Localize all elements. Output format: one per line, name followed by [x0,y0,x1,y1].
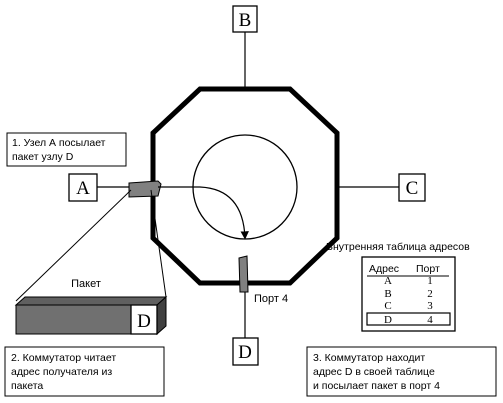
packet-dest-label: D [137,311,151,332]
table-row-2-port: 2 [427,288,433,300]
step3-line1: 3. Коммутатор находит [313,352,425,364]
port-4 [238,255,249,293]
port-4-label: Порт 4 [254,293,288,305]
table-row-1-port: 1 [427,275,433,287]
funnel-line-right [150,189,167,298]
node-c-box [398,173,426,202]
node-d-label: D [238,342,252,363]
step1-box [6,132,127,167]
funnel-line-left [15,189,132,302]
step2-line3: пакета [11,380,43,392]
table-title: Внутренняя таблица адресов [326,241,470,253]
step2-box [4,346,165,397]
packet-label: Пакет [71,278,101,290]
table-row-4-port: 4 [427,314,433,326]
internal-route-arrow [158,186,249,240]
switch-octagon [150,86,340,286]
node-d-box [232,337,259,366]
node-b-label: B [239,10,252,31]
step2-line1: 2. Коммутатор читает [11,352,116,364]
table-frame [361,256,456,332]
table-row-4-address: D [384,314,392,326]
node-a-box [68,173,98,202]
step1-line2: пакет узлу D [12,151,74,163]
node-b-box [232,5,258,33]
table-row-3-port: 3 [427,300,433,312]
table-row-3-address: C [384,300,391,312]
node-a-label: A [76,178,90,199]
port-a [128,180,162,198]
step3-line2: адрес D в своей таблице [313,366,435,378]
table-row-2-address: B [384,288,391,300]
table-row-4-highlight [366,312,451,326]
step3-box [306,346,497,397]
node-c-label: C [406,178,419,199]
table-row-1-address: A [384,275,392,287]
step2-line2: адрес получателя из [11,366,112,378]
step3-line3: и посылает пакет в порт 4 [313,380,440,392]
packet-top-face [14,296,168,306]
packet-dest-box [130,304,158,335]
table-header-port: Порт [416,263,440,275]
table-header-address: Адрес [369,263,399,275]
step1-line1: 1. Узел А посылает [12,137,106,149]
